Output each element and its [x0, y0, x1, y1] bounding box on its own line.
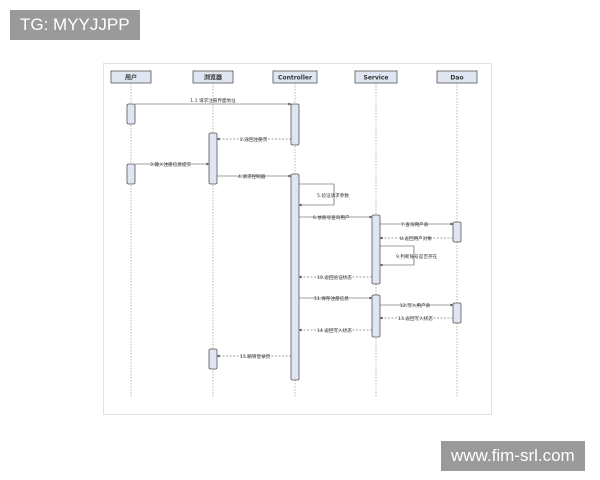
participant-label: Controller [278, 75, 312, 82]
participant-browser: 浏览器 [192, 70, 234, 84]
message-label: 2.返回注册页 [240, 136, 268, 143]
watermark-bottom: www.fim-srl.com [441, 441, 585, 471]
message-label: 4.请求控制器 [238, 173, 266, 180]
participant-user: 用户 [110, 70, 152, 84]
message-label: 11.保存注册信息 [314, 295, 349, 302]
activation-dao-1 [452, 221, 462, 243]
participant-label: Dao [450, 75, 463, 82]
activation-user-1 [126, 103, 136, 125]
participant-label: Service [364, 75, 389, 82]
activation-browser-1 [208, 132, 218, 185]
activation-service-1 [371, 214, 381, 285]
participant-label: 浏览器 [204, 74, 223, 82]
message-label: 5.验证请求参数 [317, 192, 349, 199]
message-label: 6.依账号查询用户 [313, 214, 350, 221]
message-label: 10.返回验证状态 [317, 274, 352, 281]
message-label: 13.返回写入状态 [398, 315, 433, 322]
message-arrow-5 [298, 183, 335, 207]
message-arrow-9 [379, 245, 415, 267]
activation-dao-2 [452, 302, 462, 324]
activation-browser-2 [208, 348, 218, 370]
participant-label: 用户 [124, 74, 137, 82]
message-label: 9.判断账号是否存在 [396, 253, 438, 260]
message-label: 8.返回用户对象 [400, 235, 432, 242]
message-label: 3.输入注册信息提交 [150, 161, 192, 168]
activation-controller-2 [290, 173, 300, 381]
participant-controller: Controller [272, 70, 318, 84]
watermark-top: TG: MYYJJPP [10, 10, 140, 40]
activation-user-2 [126, 163, 136, 185]
message-label: 7.查询用户表 [401, 221, 429, 228]
activation-controller-1 [290, 103, 300, 146]
participant-service: Service [354, 70, 398, 84]
activation-service-2 [371, 294, 381, 338]
message-label: 14.返回写入状态 [317, 327, 352, 334]
message-label: 12.写入用户表 [400, 302, 431, 309]
message-label: 1.1 请求注册界面地址 [190, 97, 236, 104]
message-label: 15.跳转登录页 [240, 353, 271, 360]
participant-dao: Dao [436, 70, 478, 84]
